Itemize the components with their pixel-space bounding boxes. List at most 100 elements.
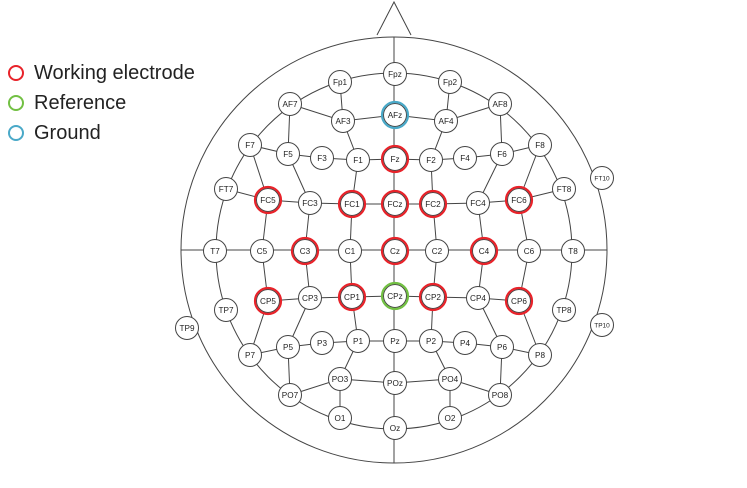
electrode-f1-circle: [346, 148, 370, 172]
electrode-fp2: Fp2: [438, 70, 462, 94]
electrode-o2-label: O2: [445, 414, 456, 423]
electrode-oz-circle: [383, 416, 407, 440]
electrode-cp3: CP3: [298, 286, 322, 310]
electrode-tp7-label: TP7: [218, 306, 233, 315]
electrode-ft7-label: FT7: [219, 185, 234, 194]
electrode-fc4-circle: [466, 191, 490, 215]
electrode-cp1-circle: [340, 285, 364, 309]
electrode-af7-circle: [278, 92, 302, 116]
electrode-po4-label: PO4: [442, 375, 459, 384]
electrode-f2-label: F2: [426, 156, 436, 165]
electrode-p2-label: P2: [426, 337, 436, 346]
electrode-ft7-circle: [214, 177, 238, 201]
electrode-po7: PO7: [278, 383, 302, 407]
electrode-fc1: FC1: [337, 189, 367, 219]
electrode-fc6-circle: [507, 188, 531, 212]
electrode-tp8: TP8: [552, 298, 576, 322]
electrode-p5-label: P5: [283, 343, 293, 352]
electrode-p7: P7: [238, 343, 262, 367]
electrode-fc5: FC5: [253, 185, 283, 215]
electrode-af4-circle: [434, 109, 458, 133]
electrode-oz-label: Oz: [390, 424, 400, 433]
electrode-f3-circle: [310, 146, 334, 170]
electrode-p5-circle: [276, 335, 300, 359]
electrode-cpz: CPz: [380, 281, 410, 311]
electrode-af4-label: AF4: [438, 117, 453, 126]
electrode-p8-label: P8: [535, 351, 545, 360]
electrode-afz: AFz: [380, 100, 410, 130]
electrode-o2: O2: [438, 406, 462, 430]
electrode-p6-label: P6: [497, 343, 507, 352]
electrode-fc2-circle: [421, 192, 445, 216]
electrode-tp8-label: TP8: [556, 306, 571, 315]
electrode-fp1-label: Fp1: [333, 78, 348, 87]
electrode-cp2-label: CP2: [425, 293, 441, 302]
electrode-f4-circle: [453, 146, 477, 170]
electrode-fc6-working-ring: [504, 185, 534, 215]
electrode-pz: Pz: [383, 329, 407, 353]
electrode-p7-circle: [238, 343, 262, 367]
electrode-poz-label: POz: [387, 379, 403, 388]
electrode-af8: AF8: [488, 92, 512, 116]
electrode-cp2-working-ring: [418, 282, 448, 312]
electrode-af4: AF4: [434, 109, 458, 133]
electrode-tp7: TP7: [214, 298, 238, 322]
electrode-f7-label: F7: [245, 141, 255, 150]
reference-ring-icon: [8, 95, 24, 111]
electrode-c2: C2: [425, 239, 449, 263]
electrode-fc3-label: FC3: [302, 199, 318, 208]
electrode-af7: AF7: [278, 92, 302, 116]
electrode-fz-label: Fz: [390, 155, 399, 164]
electrode-p1-label: P1: [353, 337, 363, 346]
electrode-p4-label: P4: [460, 339, 470, 348]
electrode-fcz-label: FCz: [387, 200, 402, 209]
electrode-c4-circle: [472, 239, 496, 263]
electrode-c6-circle: [517, 239, 541, 263]
electrode-cp3-circle: [298, 286, 322, 310]
electrode-af3-label: AF3: [335, 117, 350, 126]
electrode-t8-circle: [561, 239, 585, 263]
electrode-c1-label: C1: [345, 247, 356, 256]
electrode-cp1-working-ring: [337, 282, 367, 312]
electrode-tp9: TP9: [175, 316, 199, 340]
electrode-po4: PO4: [438, 367, 462, 391]
electrode-cp6-working-ring: [504, 286, 534, 316]
electrode-p3-label: P3: [317, 339, 327, 348]
electrode-cp6: CP6: [504, 286, 534, 316]
electrode-cp5-circle: [256, 289, 280, 313]
legend-item-ground: Ground: [8, 118, 195, 148]
electrode-c4-label: C4: [479, 247, 490, 256]
electrode-pz-circle: [383, 329, 407, 353]
electrode-tp10-label: TP10: [594, 323, 610, 330]
electrode-f3: F3: [310, 146, 334, 170]
electrode-c3-label: C3: [300, 247, 311, 256]
electrode-po8-label: PO8: [492, 391, 509, 400]
electrode-t7-label: T7: [210, 247, 220, 256]
electrode-o2-circle: [438, 406, 462, 430]
legend-item-working: Working electrode: [8, 58, 195, 88]
electrode-f8-circle: [528, 133, 552, 157]
electrode-tp10-circle: [590, 313, 614, 337]
electrode-p5: P5: [276, 335, 300, 359]
electrode-tp7-circle: [214, 298, 238, 322]
electrode-p1: P1: [346, 329, 370, 353]
electrode-afz-label: AFz: [388, 111, 403, 120]
electrode-tp9-circle: [175, 316, 199, 340]
electrode-poz: POz: [383, 371, 407, 395]
electrode-cp5-label: CP5: [260, 297, 276, 306]
electrode-f1: F1: [346, 148, 370, 172]
electrode-ft7: FT7: [214, 177, 238, 201]
electrode-c6: C6: [517, 239, 541, 263]
electrode-c2-circle: [425, 239, 449, 263]
electrode-fp2-circle: [438, 70, 462, 94]
electrode-po7-label: PO7: [282, 391, 299, 400]
electrode-po3-label: PO3: [332, 375, 349, 384]
electrode-cz: Cz: [380, 236, 410, 266]
electrode-cz-label: Cz: [390, 247, 400, 256]
electrode-fpz: Fpz: [383, 62, 407, 86]
electrode-c1: C1: [338, 239, 362, 263]
electrode-p6-circle: [490, 335, 514, 359]
electrode-ft8-label: FT8: [557, 185, 572, 194]
electrode-t8-label: T8: [568, 247, 578, 256]
electrode-po3: PO3: [328, 367, 352, 391]
